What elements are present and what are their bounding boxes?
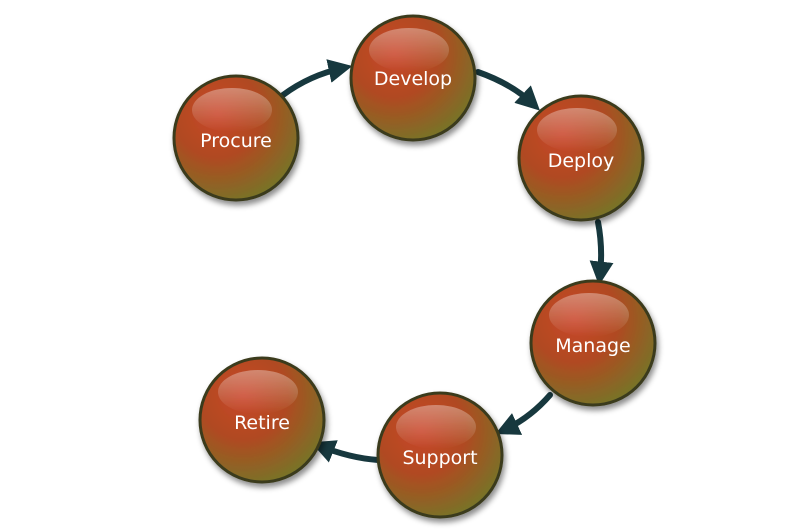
- arrow-procure-develop: [280, 59, 353, 98]
- node-support: Support: [376, 391, 504, 519]
- node-retire: Retire: [198, 356, 326, 484]
- node-procure: Procure: [172, 74, 300, 202]
- nodes-layer: Procure Develop Deploy Manage Support Re…: [172, 14, 657, 519]
- node-develop-glare: [369, 28, 449, 72]
- node-retire-label: Retire: [234, 412, 290, 434]
- node-deploy-label: Deploy: [548, 150, 615, 172]
- arrow-manage-support: [495, 392, 553, 435]
- arrows-layer: [280, 59, 614, 463]
- node-support-label: Support: [402, 447, 477, 469]
- node-support-glare: [396, 405, 476, 449]
- arrow-support-retire: [311, 440, 381, 463]
- node-deploy-glare: [537, 108, 617, 152]
- node-manage-glare: [549, 293, 629, 337]
- node-retire-glare: [218, 370, 298, 414]
- node-procure-glare: [192, 88, 272, 132]
- node-develop-label: Develop: [374, 68, 452, 90]
- node-develop: Develop: [349, 14, 477, 142]
- arrow-deploy-manage: [589, 219, 614, 286]
- node-manage-label: Manage: [555, 335, 630, 357]
- node-deploy: Deploy: [517, 94, 645, 222]
- node-manage: Manage: [529, 279, 657, 407]
- arrow-develop-deploy: [475, 69, 540, 111]
- node-procure-label: Procure: [200, 130, 272, 152]
